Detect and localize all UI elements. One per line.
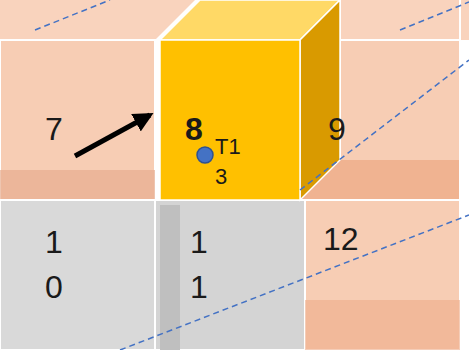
dashed-line — [120, 215, 469, 350]
cell-face — [305, 200, 460, 350]
cell-face — [0, 200, 155, 350]
cube-side — [300, 0, 340, 200]
point-marker — [197, 147, 213, 163]
point-label: T1 3 — [215, 132, 245, 191]
cell-face — [0, 40, 155, 200]
cell-number: 1 1 — [190, 220, 212, 310]
cell-floor — [305, 300, 460, 350]
dashed-line — [400, 2, 469, 30]
cell-number: 7 — [45, 110, 63, 148]
grid-cell: 1 0 — [0, 200, 155, 350]
grid-cell: 12 — [305, 200, 460, 350]
dashed-line — [300, 60, 469, 190]
cell-number: 8 — [185, 110, 203, 148]
cell-floor — [0, 170, 155, 200]
cell-number: 1 0 — [45, 220, 67, 310]
grid-cell: 9 — [300, 40, 460, 200]
dashed-line — [35, 0, 110, 30]
grid-cell: 1 1 — [155, 200, 305, 350]
grid-cell: 7 — [0, 40, 155, 200]
cell-number: 9 — [328, 110, 346, 148]
cell-number: 12 — [323, 220, 359, 258]
cell-edge — [459, 0, 461, 200]
cube-front — [160, 40, 300, 200]
highlight-cube: 8 T1 3 — [160, 40, 300, 200]
pointer-arrow — [75, 115, 150, 156]
